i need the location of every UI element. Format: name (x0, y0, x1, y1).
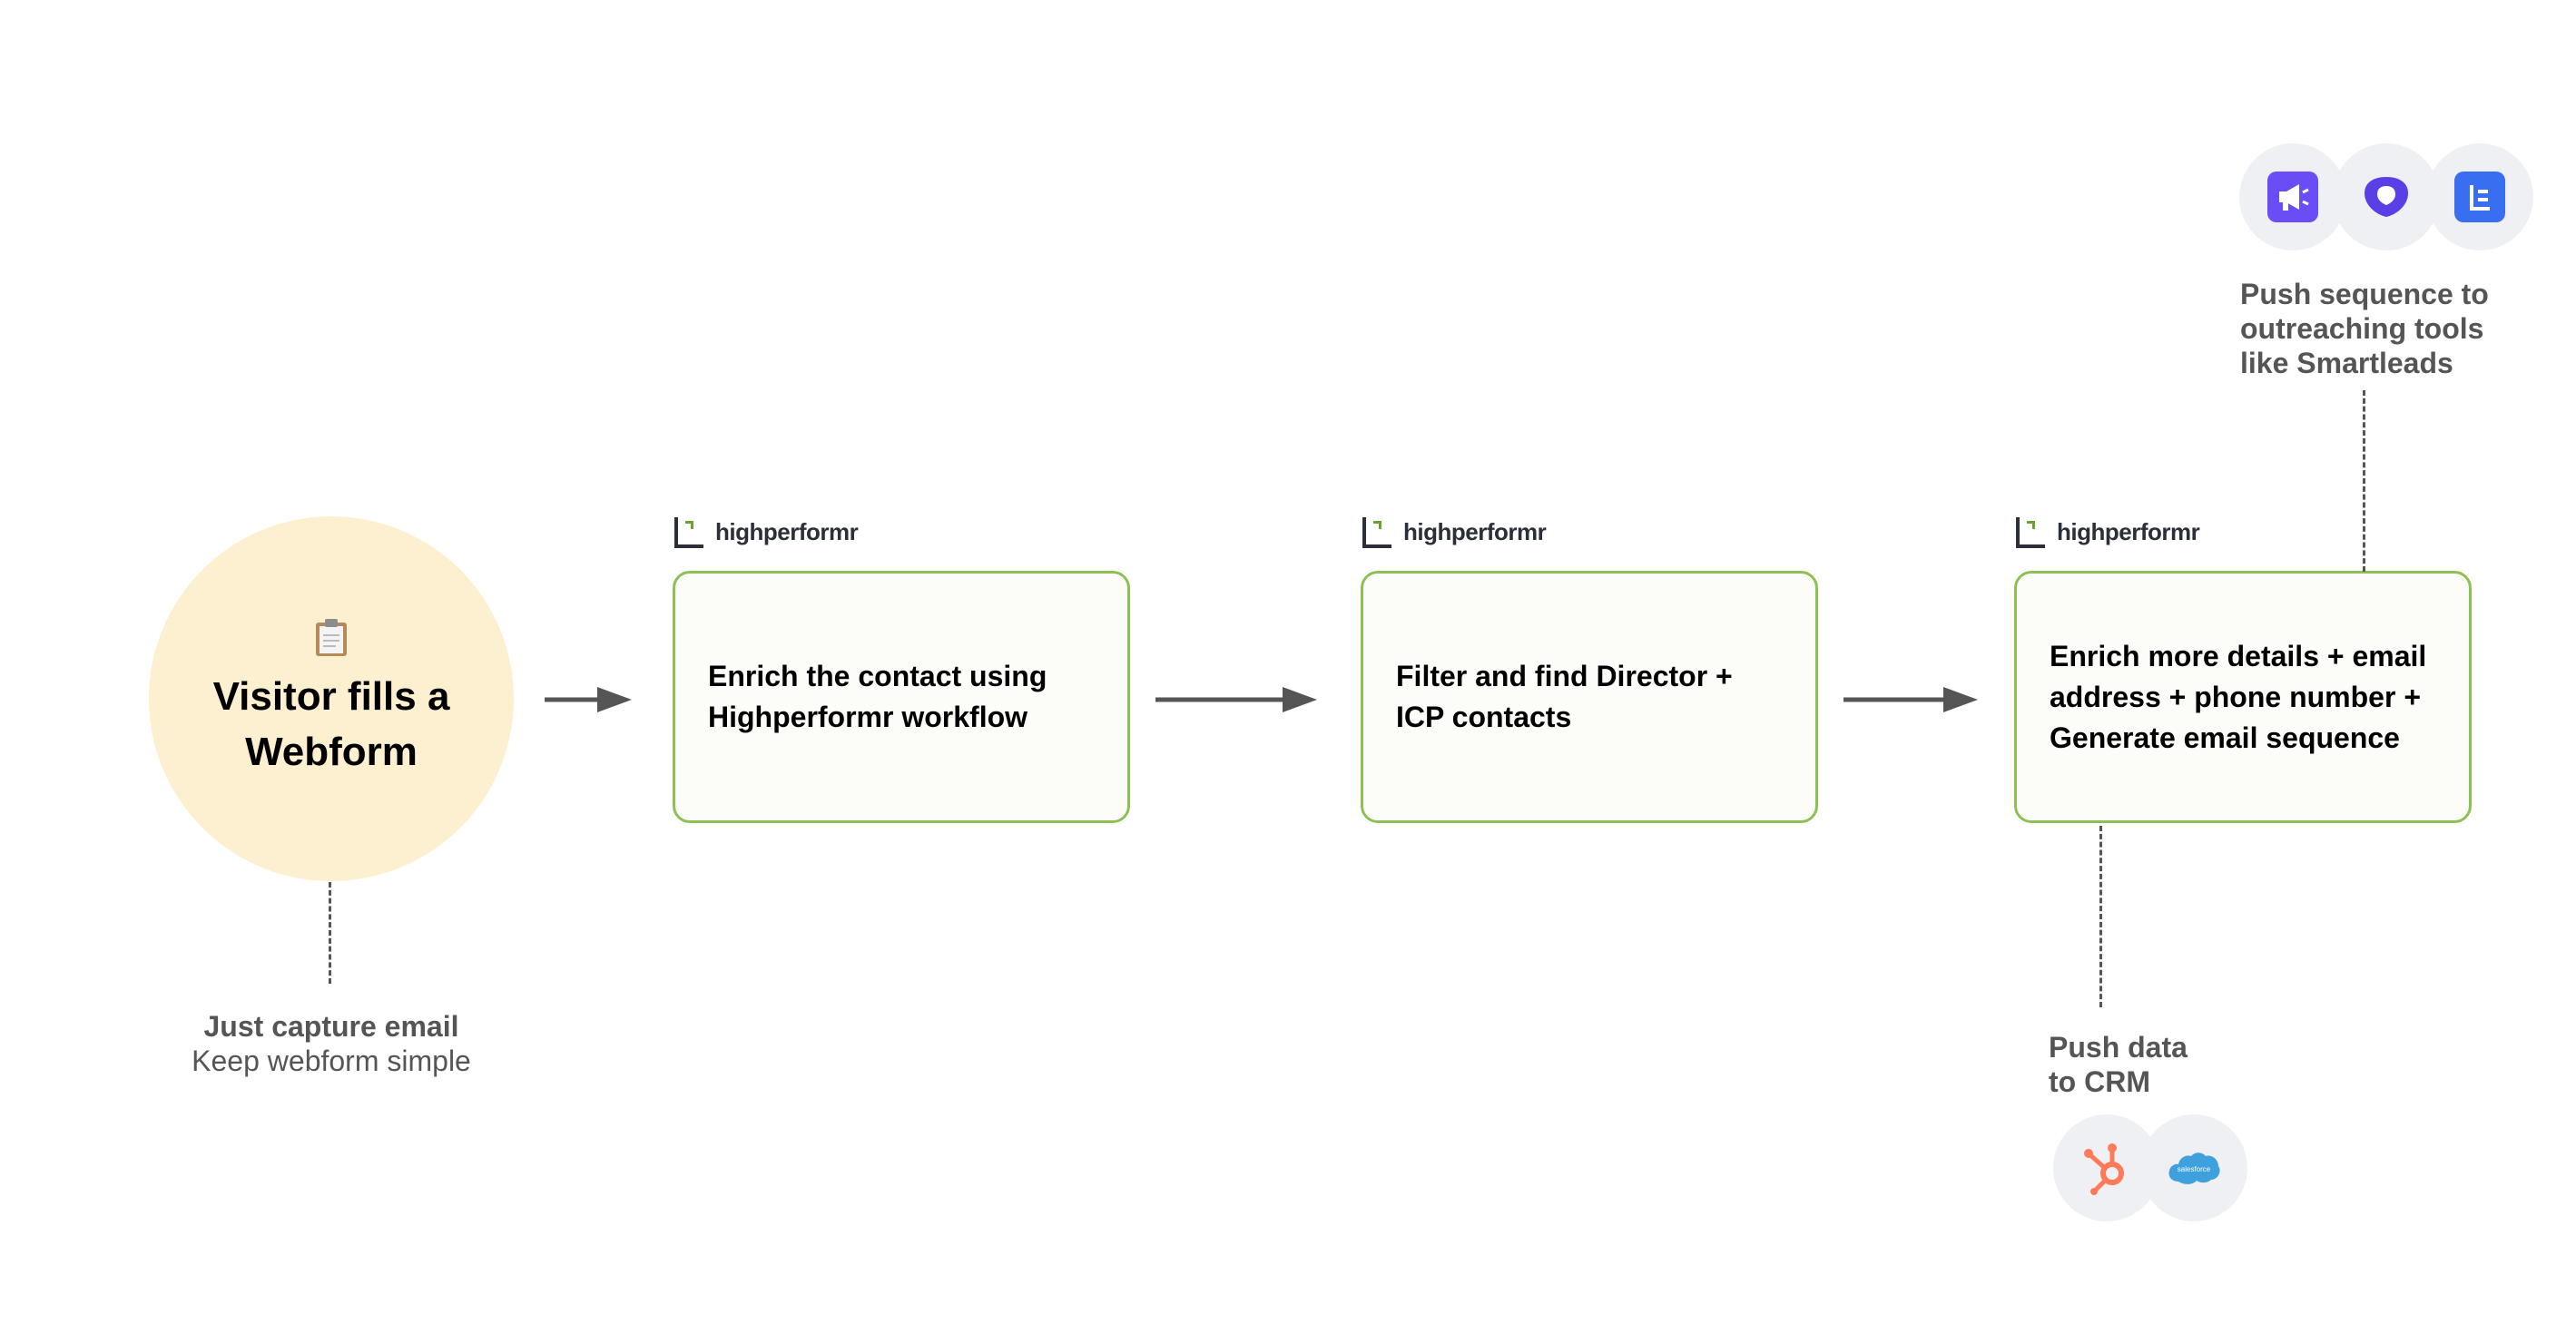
clipboard-icon (316, 619, 347, 656)
step-2-text: Filter and find Director + ICP contacts (1396, 660, 1733, 733)
step-3: Enrich more details + email address + ph… (2014, 571, 2472, 823)
flow-arrow-2 (1155, 687, 1317, 712)
flow-arrow-3 (1844, 687, 1978, 712)
step-1-text: Enrich the contact using Highperformr wo… (708, 660, 1047, 733)
start-note-title: Just capture email (203, 1010, 459, 1043)
start-note-subtitle: Keep webform simple (192, 1045, 471, 1077)
crm-caption-text: Push data to CRM (2049, 1031, 2188, 1098)
outreach-tool-2 (2333, 143, 2440, 250)
brand-logo-2: highperformr (1362, 514, 1547, 550)
crm-tool-2: salesforce (2140, 1114, 2247, 1221)
megaphone-icon (2279, 184, 2309, 211)
highperformr-icon (674, 517, 703, 548)
step-1: Enrich the contact using Highperformr wo… (673, 571, 1130, 823)
step-3-text: Enrich more details + email address + ph… (2050, 639, 2427, 754)
hubspot-icon (2084, 1143, 2124, 1195)
outreach-caption: Push sequence to outreaching tools like … (2240, 277, 2531, 380)
crm-connector (2099, 826, 2102, 1007)
salesforce-icon: salesforce (2168, 1153, 2220, 1184)
brand-logo-3: highperformr (2015, 514, 2200, 550)
start-note: Just capture email Keep webform simple (150, 1009, 513, 1078)
salesforce-label: salesforce (2178, 1165, 2211, 1173)
brand-name: highperformr (1403, 517, 1547, 545)
start-node: Visitor fills a Webform (149, 516, 514, 881)
shield-icon (2365, 177, 2408, 217)
outreach-connector (2363, 390, 2365, 572)
outreach-tool-1 (2239, 143, 2346, 250)
outreach-tool-3 (2426, 143, 2533, 250)
brand-name: highperformr (715, 517, 859, 545)
crm-caption: Push data to CRM (2049, 1030, 2212, 1099)
step-2: Filter and find Director + ICP contacts (1361, 571, 1818, 823)
flow-arrow-1 (545, 687, 632, 712)
e-logo-icon (2470, 185, 2490, 211)
highperformr-icon (1362, 517, 1391, 548)
highperformr-icon (2016, 517, 2045, 548)
start-connector (329, 882, 331, 984)
start-title: Visitor fills a Webform (212, 674, 450, 774)
outreach-caption-text: Push sequence to outreaching tools like … (2240, 278, 2489, 379)
brand-name: highperformr (2057, 517, 2200, 545)
brand-logo-1: highperformr (673, 514, 859, 550)
